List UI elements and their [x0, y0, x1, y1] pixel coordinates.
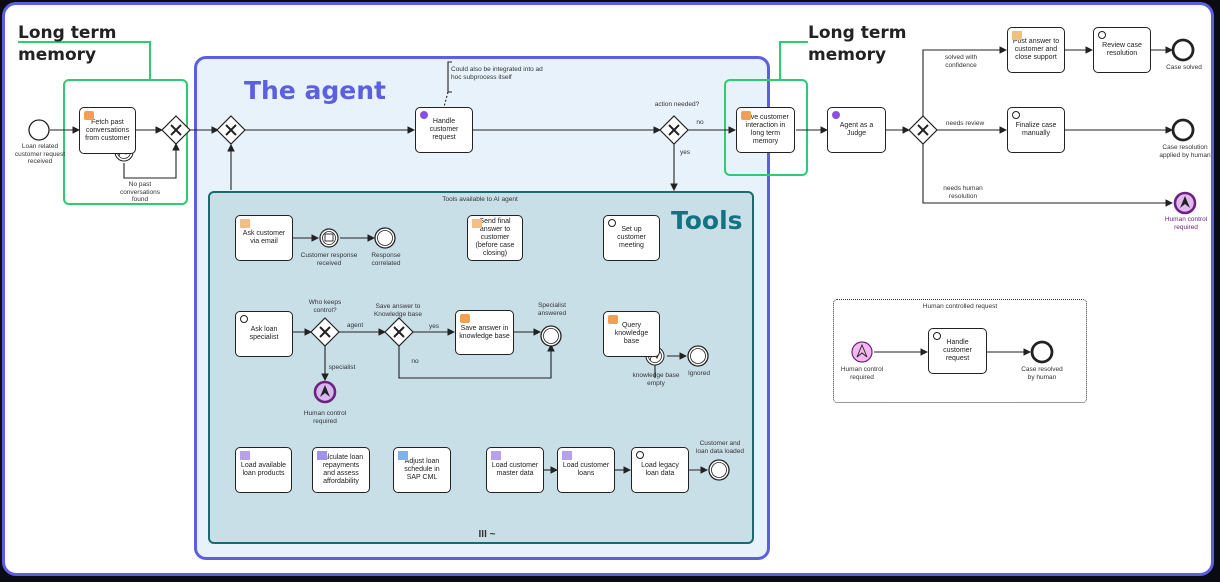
- agent-branch-label: agent: [346, 322, 364, 329]
- user-icon: [933, 332, 941, 340]
- human-control-panel: [833, 299, 1087, 403]
- query-kb-task[interactable]: Query knowledge base: [603, 311, 660, 357]
- agent-icon: [420, 111, 428, 119]
- tools-caption: Tools available to AI agent: [442, 196, 518, 203]
- data-loaded-label: Customer and loan data loaded: [695, 440, 745, 455]
- solved-confidence-label: solved with confidence: [944, 54, 978, 69]
- long-term-memory-label-right: Long term memory: [808, 23, 907, 65]
- load-loans-task[interactable]: Load customer loans: [557, 447, 615, 493]
- tools-title: Tools: [671, 206, 743, 235]
- ask-email-task[interactable]: Ask customer via email: [235, 215, 293, 261]
- ignored-label: Ignored: [687, 370, 711, 377]
- response-correlated-label: Response correlated: [371, 252, 401, 267]
- needs-review-label: needs review: [945, 120, 985, 127]
- no-label: no: [696, 119, 704, 126]
- fetch-conversations-task[interactable]: Fetch past conversations from customer: [79, 107, 136, 154]
- calc-icon: [317, 451, 327, 460]
- script-icon: [84, 111, 94, 120]
- human-panel-start-label: Human control required: [840, 366, 884, 381]
- script-icon: [741, 111, 751, 120]
- handle-request-task[interactable]: Handle customer request: [415, 107, 473, 153]
- start-event-label: Loan related customer request received: [14, 143, 66, 165]
- customer-response-label: Customer response received: [300, 252, 358, 267]
- long-term-memory-label-left: Long term memory: [18, 23, 117, 65]
- human-required-tools-label: Human control required: [303, 410, 347, 425]
- send-icon: [472, 219, 482, 228]
- human-panel-title: Human controlled request: [922, 303, 998, 310]
- who-keeps-label: Who keeps control?: [308, 299, 342, 314]
- case-solved-label: Case solved: [1166, 64, 1202, 71]
- post-answer-task[interactable]: Post answer to customer and close suppor…: [1007, 27, 1065, 73]
- yes-kb-label: yes: [428, 323, 440, 330]
- yes-label: yes: [679, 149, 691, 156]
- specialist-answered-label: Specialist answered: [537, 302, 567, 317]
- end-event-human: [1171, 118, 1195, 142]
- load-legacy-task[interactable]: Load legacy loan data: [631, 447, 689, 493]
- human-handle-task[interactable]: Handle customer request: [928, 328, 987, 374]
- no-past-label: No past conversations found: [119, 181, 161, 203]
- setup-meeting-task[interactable]: Set up customer meeting: [603, 215, 660, 261]
- sql-icon: [491, 451, 501, 460]
- start-event: [28, 119, 50, 141]
- human-required-label: Human control required: [1164, 216, 1208, 231]
- annotation-text: Could also be integrated into ad hoc sub…: [451, 66, 543, 81]
- needs-human-label: needs human resolution: [943, 185, 983, 200]
- send-icon: [1012, 31, 1022, 40]
- ask-specialist-task[interactable]: Ask loan specialist: [235, 311, 293, 357]
- adjust-loan-task[interactable]: Adjust loan schedule in SAP CML: [393, 447, 451, 493]
- agent-icon: [832, 111, 840, 119]
- user-icon: [1098, 31, 1106, 39]
- memory-box-left: [63, 79, 188, 205]
- load-master-task[interactable]: Load customer master data: [486, 447, 544, 493]
- save-interaction-task[interactable]: Save customer interaction in long term m…: [736, 107, 795, 153]
- finalize-case-task[interactable]: Finalize case manually: [1007, 107, 1065, 153]
- script-icon: [460, 314, 470, 323]
- case-human-label: Case resolution applied by human: [1159, 144, 1211, 159]
- script-icon: [608, 315, 618, 324]
- save-kb-task[interactable]: Save answer in knowledge base: [455, 310, 514, 355]
- sql-icon: [562, 451, 572, 460]
- send-icon: [240, 219, 250, 228]
- sap-icon: [398, 451, 408, 460]
- human-panel-end-label: Case resolved by human: [1021, 366, 1063, 381]
- sql-icon: [240, 451, 250, 460]
- adhoc-marker: III ~: [478, 529, 496, 540]
- user-icon: [608, 219, 616, 227]
- action-needed-label: action needed?: [654, 101, 700, 108]
- end-event-case-solved: [1171, 38, 1195, 62]
- agent-judge-task[interactable]: Agent as a Judge: [827, 107, 886, 153]
- review-resolution-task[interactable]: Review case resolution: [1093, 27, 1151, 73]
- save-kb-question: Save answer to Knowledge base: [373, 303, 423, 318]
- send-final-answer-task[interactable]: Send final answer to customer (before ca…: [467, 215, 523, 261]
- specialist-branch-label: specialist: [328, 364, 356, 371]
- no-kb-label: no: [411, 358, 419, 365]
- user-icon: [636, 451, 644, 459]
- load-products-task[interactable]: Load available loan products: [235, 447, 292, 493]
- calc-loan-task[interactable]: Calculate loan repayments and assess aff…: [312, 447, 370, 493]
- user-icon: [240, 315, 248, 323]
- memory-box-right: [724, 79, 808, 176]
- kb-empty-label: knowledge base empty: [632, 372, 680, 387]
- agent-title: The agent: [244, 76, 386, 105]
- user-icon: [1012, 111, 1020, 119]
